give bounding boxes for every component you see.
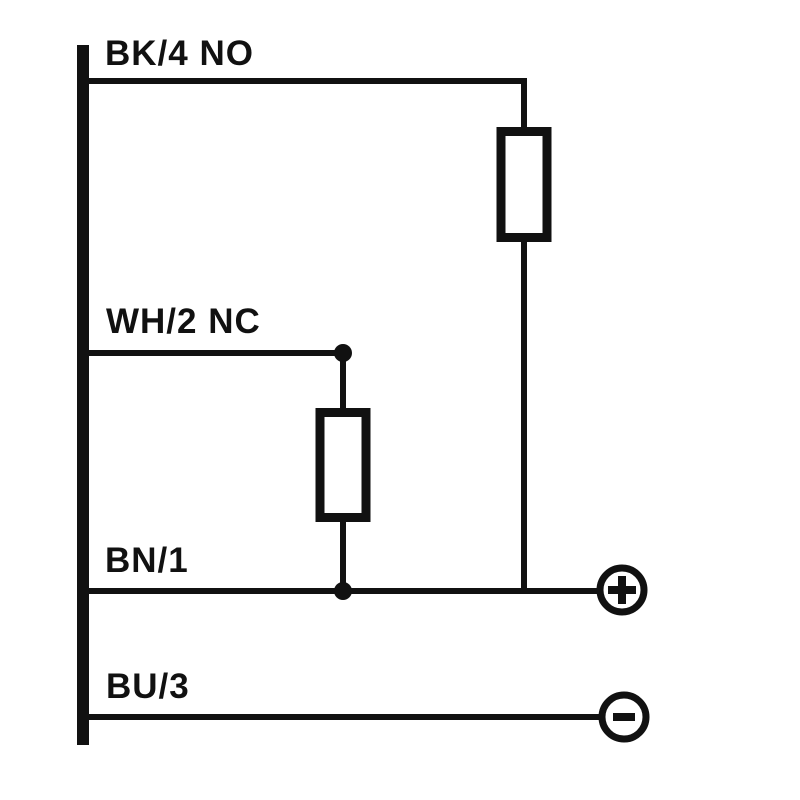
junction-dot-wh2 [334,344,352,362]
load-resistor-2 [315,408,371,522]
positive-terminal-icon: + [596,564,648,616]
negative-terminal-icon: − [598,691,650,743]
wire-bu3-label: BU/3 [106,667,190,706]
wire-bk4-no-line [89,78,527,591]
junction-dot-bn1 [334,582,352,600]
wire-wh2-nc-label: WH/2 NC [106,302,261,341]
connector-bus-bar [77,45,89,745]
wire-bn1-label: BN/1 [105,541,189,580]
wire-bk4-no-label: BK/4 NO [105,34,254,73]
load-resistor-1 [496,127,552,242]
